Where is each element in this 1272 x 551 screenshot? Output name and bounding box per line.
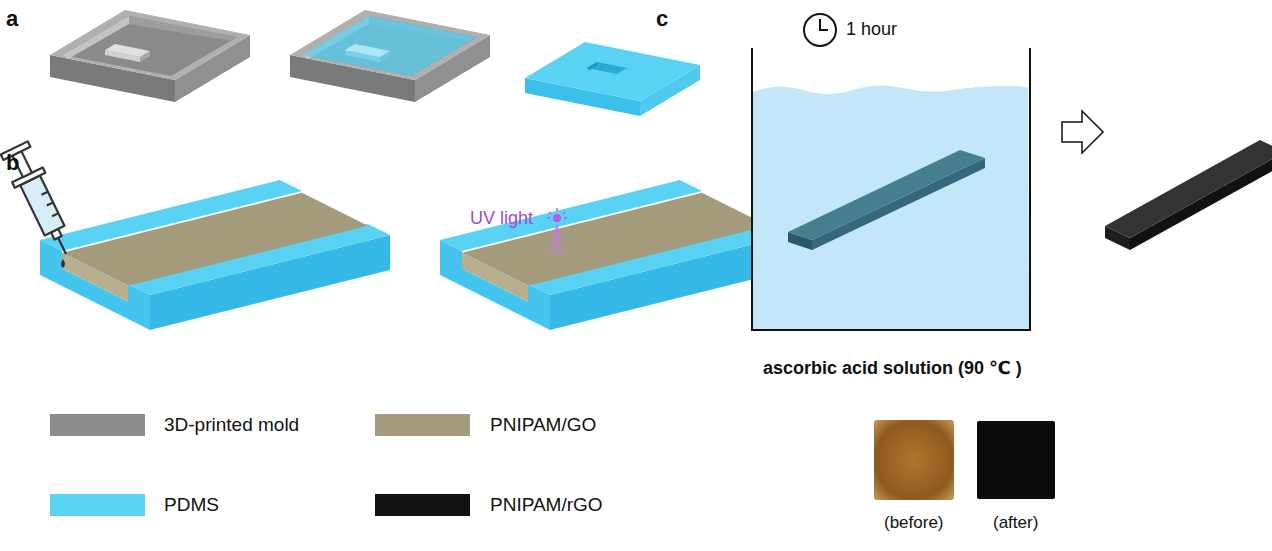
legend-text: PNIPAM/GO <box>490 414 596 436</box>
time-label: 1 hour <box>846 19 897 40</box>
process-arrow <box>1062 111 1103 153</box>
panel-letter: c <box>656 6 668 31</box>
legend-text: 3D-printed mold <box>164 414 299 436</box>
solution-label: ascorbic acid solution (90 ℃ ) <box>763 358 1022 379</box>
pdms-piece <box>525 42 700 116</box>
reduced-bar <box>1105 140 1272 250</box>
panel-letter: a <box>6 6 18 31</box>
mold-empty <box>50 10 250 102</box>
legend-swatch <box>50 414 145 436</box>
photo-before <box>874 420 954 500</box>
photo-caption: (after) <box>993 513 1038 533</box>
uv-label: UV light <box>470 208 533 229</box>
legend-text: PDMS <box>164 494 219 516</box>
legend-swatch <box>375 494 470 516</box>
legend-swatch <box>50 494 145 516</box>
legend-swatch <box>375 414 470 436</box>
panel-letter: b <box>6 150 19 175</box>
pdms-channel <box>40 180 390 330</box>
drop <box>61 259 65 268</box>
uv-lamp <box>546 208 567 256</box>
photo-after <box>977 421 1055 499</box>
clock-icon <box>804 14 836 46</box>
beaker <box>752 48 1030 330</box>
syringe <box>0 140 81 261</box>
mold-filled <box>290 10 490 102</box>
legend-text: PNIPAM/rGO <box>490 494 603 516</box>
photo-caption: (before) <box>884 513 944 533</box>
